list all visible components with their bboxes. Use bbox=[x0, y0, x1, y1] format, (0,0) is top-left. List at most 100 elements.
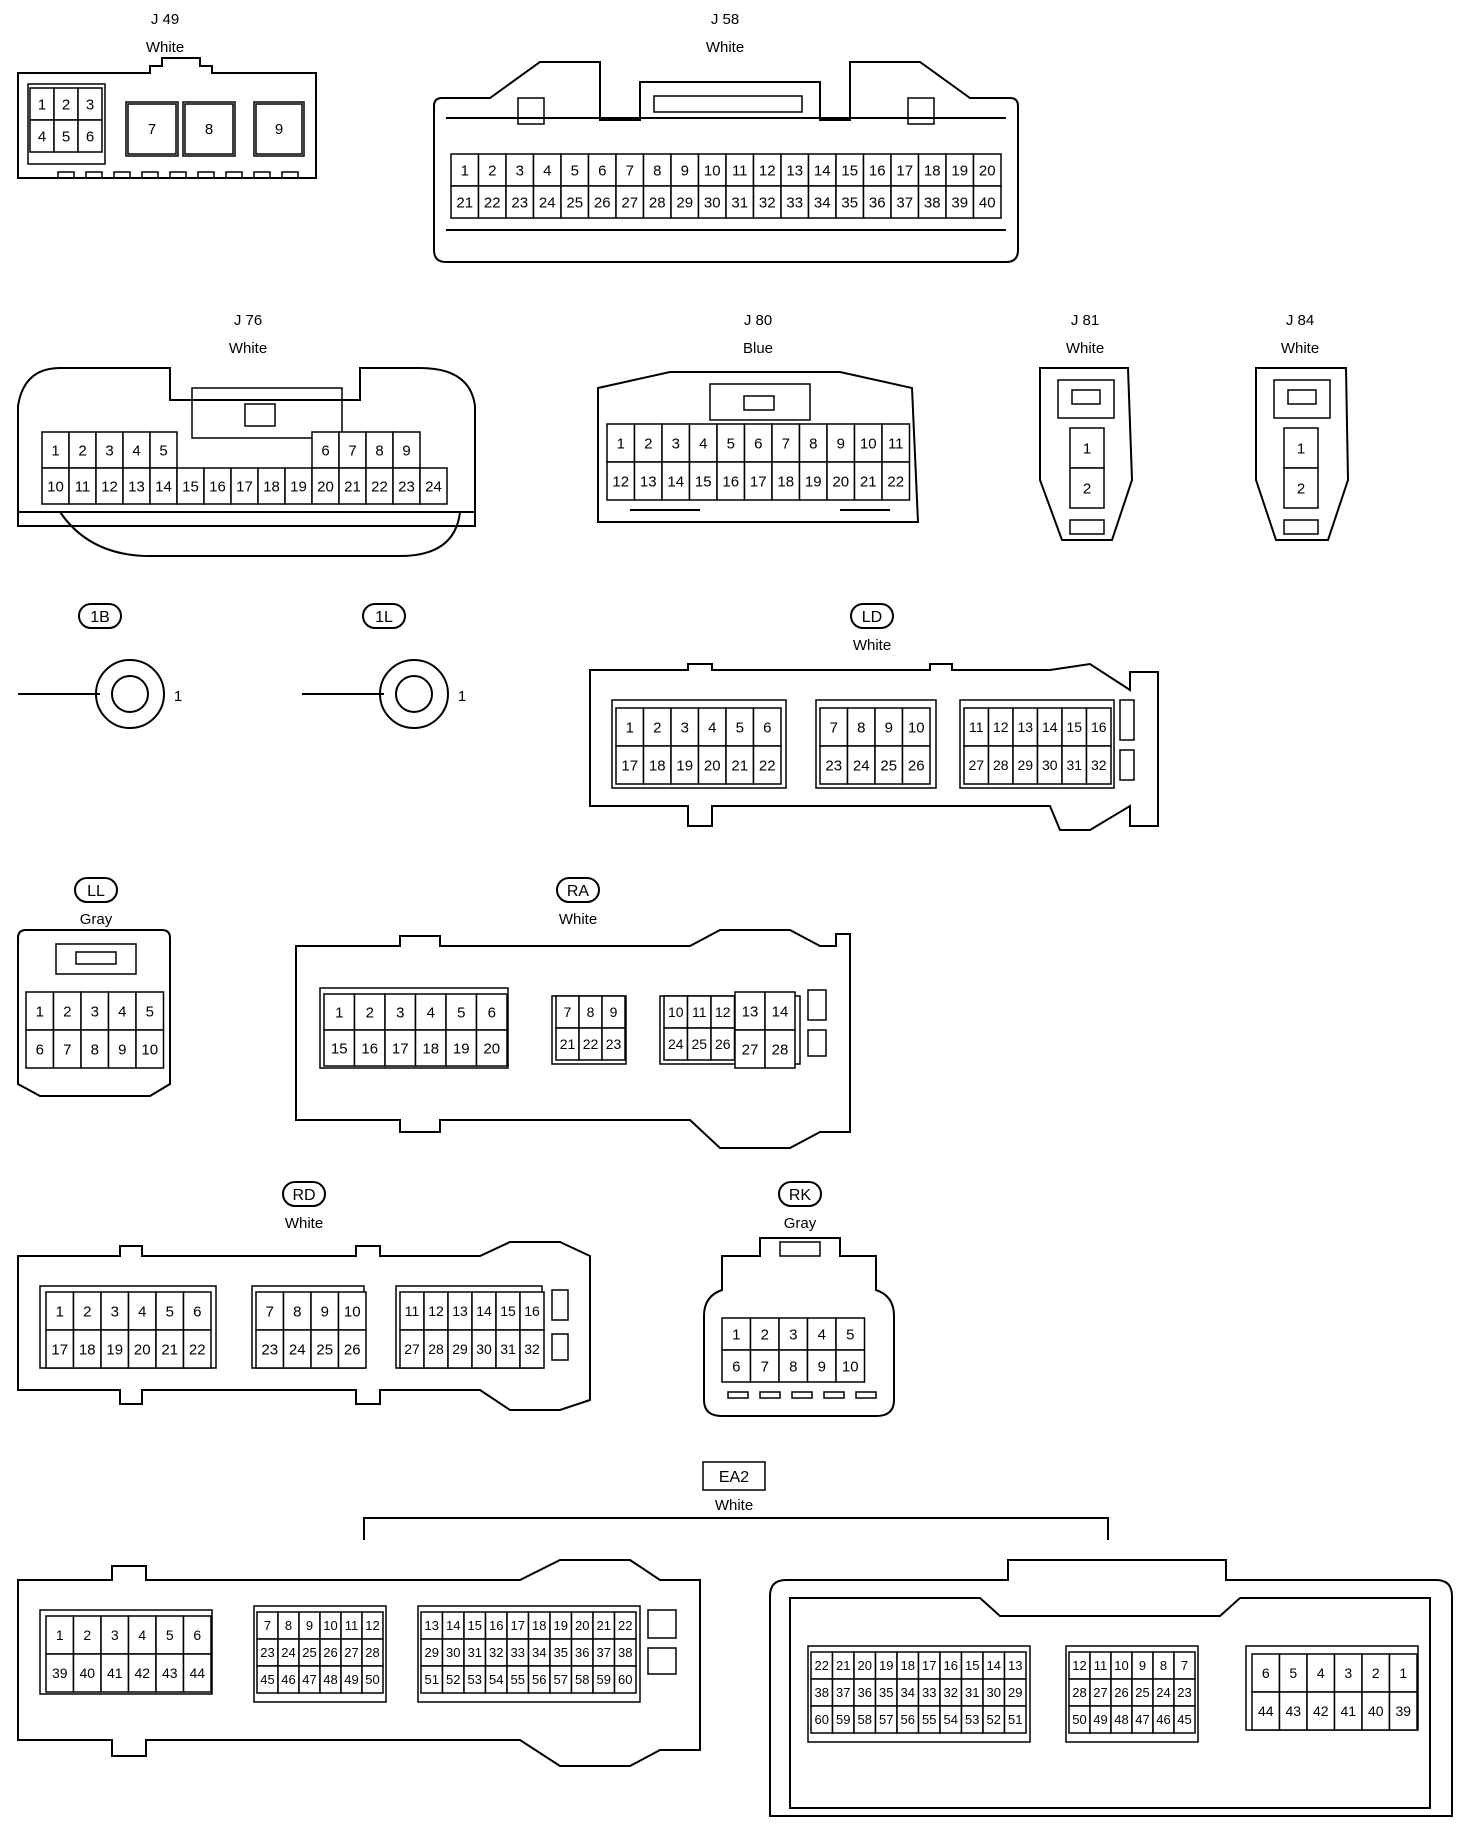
j80-pin-number: 21 bbox=[860, 473, 877, 490]
j80-pin-cell bbox=[661, 423, 691, 463]
j76-pin-cell bbox=[392, 467, 421, 505]
ea2-pin-number: 17 bbox=[922, 1658, 936, 1673]
j80-pin-number: 8 bbox=[809, 435, 817, 452]
j80-body bbox=[597, 371, 920, 523]
ea2-pin-cell bbox=[1251, 1653, 1281, 1693]
ll-pin-number: 6 bbox=[36, 1041, 44, 1058]
j58-pin-number: 4 bbox=[543, 162, 551, 179]
ea2-pin-number: 15 bbox=[965, 1658, 979, 1673]
j58-pin-number: 12 bbox=[759, 162, 776, 179]
ea2-pin-number: 7 bbox=[264, 1618, 271, 1633]
ra-pin-cell bbox=[353, 1029, 386, 1067]
ea2-pin-number: 32 bbox=[489, 1645, 503, 1660]
ea2-pin-cell bbox=[45, 1653, 75, 1693]
ea2-pin-number: 27 bbox=[344, 1645, 358, 1660]
rd-pin-number: 24 bbox=[289, 1341, 306, 1358]
j58-pin-number: 10 bbox=[704, 162, 721, 179]
rd-pin-number: 31 bbox=[500, 1341, 516, 1357]
j76-pin-number: 4 bbox=[132, 442, 140, 459]
rd-pin-cell bbox=[282, 1329, 312, 1369]
rd-pin-number: 32 bbox=[524, 1341, 540, 1357]
j58-pin-cell bbox=[560, 185, 590, 219]
j80-pin-number: 12 bbox=[612, 473, 629, 490]
j58-pin-number: 26 bbox=[594, 194, 611, 211]
ea2-pin-number: 59 bbox=[597, 1672, 611, 1687]
ea2-pin-number: 43 bbox=[1285, 1703, 1301, 1719]
ea2-pin-number: 45 bbox=[260, 1672, 274, 1687]
ea2-pin-number: 48 bbox=[323, 1672, 337, 1687]
ea2-pin-number: 57 bbox=[554, 1672, 568, 1687]
j81-pin-number: 1 bbox=[1083, 440, 1091, 457]
ra-pin-number: 7 bbox=[564, 1004, 572, 1020]
j80-pin-number: 19 bbox=[805, 473, 822, 490]
rd-pin-cell bbox=[255, 1329, 285, 1369]
j76-pin-number: 12 bbox=[101, 478, 118, 495]
rk-id-badge bbox=[778, 1181, 822, 1207]
j58-pin-cell bbox=[725, 185, 755, 219]
j58-pin-number: 34 bbox=[814, 194, 831, 211]
ld-pin-cell bbox=[1085, 745, 1112, 785]
ea2-pin-number: 31 bbox=[965, 1685, 979, 1700]
rd-pin-cell bbox=[182, 1329, 212, 1369]
rd-pin-cell bbox=[100, 1329, 130, 1369]
ea2-pin-number: 16 bbox=[944, 1658, 958, 1673]
j76-pin-cell bbox=[257, 467, 286, 505]
ea2-pin-number: 21 bbox=[597, 1618, 611, 1633]
ra-pin-number: 5 bbox=[457, 1004, 465, 1021]
ll-pin-cell bbox=[107, 1029, 137, 1069]
j49-pin-number: 3 bbox=[86, 96, 94, 113]
j80-pin-number: 3 bbox=[672, 435, 680, 452]
j58-pin-cell bbox=[835, 185, 865, 219]
j76-pin-number: 22 bbox=[371, 478, 388, 495]
ea2-pin-cell bbox=[1173, 1705, 1196, 1734]
j80-pin-cell bbox=[633, 423, 663, 463]
j80-pin-cell bbox=[743, 461, 773, 501]
ea2-pin-number: 18 bbox=[901, 1658, 915, 1673]
rk-pin-number: 4 bbox=[818, 1326, 826, 1343]
ll-pin-number: 7 bbox=[63, 1041, 71, 1058]
j58-pin-number: 33 bbox=[786, 194, 803, 211]
j58-pin-cell bbox=[642, 185, 672, 219]
ra-pin-cell bbox=[445, 1029, 478, 1067]
rd-pin-number: 4 bbox=[138, 1303, 146, 1320]
ea2-pin-cell bbox=[1388, 1691, 1418, 1731]
j58-pin-number: 11 bbox=[732, 162, 748, 179]
j58-pin-cell bbox=[917, 153, 947, 187]
ea2-pin-number: 5 bbox=[166, 1627, 174, 1643]
j76-pin-number: 5 bbox=[159, 442, 167, 459]
j58-pin-cell bbox=[670, 185, 700, 219]
rd-pin-number: 17 bbox=[51, 1341, 68, 1358]
ea2-left-body bbox=[17, 1559, 701, 1767]
rk-id-label: RK bbox=[789, 1187, 812, 1204]
ld-pin-cell bbox=[987, 707, 1014, 747]
j80-pin-number: 11 bbox=[888, 435, 904, 452]
j76-pin-number: 1 bbox=[51, 442, 59, 459]
ra-pin-cell bbox=[764, 991, 796, 1031]
ea2-pin-number: 12 bbox=[365, 1618, 379, 1633]
j80-pin-cell bbox=[716, 423, 746, 463]
j80-pin-cell bbox=[771, 423, 801, 463]
j80-pin-cell bbox=[853, 461, 883, 501]
j81-id-label: J 81 bbox=[1071, 312, 1099, 329]
j80-pin-number: 13 bbox=[640, 473, 657, 490]
ra-pin-number: 16 bbox=[361, 1040, 378, 1057]
ea2-pin-number: 24 bbox=[281, 1645, 295, 1660]
ea2-pin-number: 41 bbox=[107, 1665, 123, 1681]
j80-pin-cell bbox=[798, 461, 828, 501]
rk-pin-number: 9 bbox=[818, 1358, 826, 1375]
j58-pin-number: 39 bbox=[951, 194, 968, 211]
ea2-pin-number: 19 bbox=[554, 1618, 568, 1633]
j58-pin-number: 40 bbox=[979, 194, 996, 211]
ra-pin-number: 3 bbox=[396, 1004, 404, 1021]
ld-pin-cell bbox=[615, 745, 645, 785]
j58-pin-cell bbox=[450, 185, 480, 219]
j81-color-label: White bbox=[1066, 340, 1104, 357]
j49-pin-number: 9 bbox=[275, 121, 283, 138]
ea2-pin-number: 35 bbox=[879, 1685, 893, 1700]
ra-body bbox=[295, 929, 851, 1149]
ld-pin-number: 20 bbox=[704, 757, 721, 774]
j58-pin-number: 1 bbox=[461, 162, 469, 179]
j80-pin-number: 7 bbox=[782, 435, 790, 452]
j58-pin-cell bbox=[615, 185, 645, 219]
ea2-pin-number: 11 bbox=[1094, 1658, 1108, 1673]
